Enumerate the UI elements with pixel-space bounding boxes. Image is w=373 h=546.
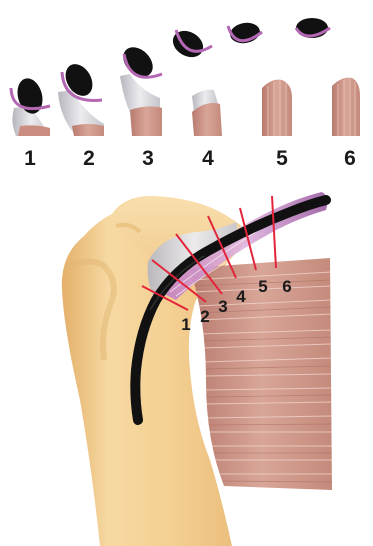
section-number: 5: [276, 147, 288, 170]
section-number: 5: [258, 277, 267, 296]
section-numbers-row: 1 2 3 4 5 6: [24, 147, 356, 170]
section-number: 6: [344, 147, 356, 170]
section-number: 2: [200, 307, 209, 326]
shoulder-illustration: 1 2 3 4 5 6: [62, 192, 332, 546]
section-number: 3: [218, 297, 227, 316]
section-number: 2: [83, 147, 95, 170]
cross-section-1: [11, 76, 50, 136]
cross-section-3: [117, 41, 162, 136]
cross-section-5: [228, 21, 292, 136]
cross-section-2: [58, 59, 104, 136]
section-number: 1: [24, 147, 36, 170]
section-number: 4: [236, 287, 246, 306]
section-number: 3: [142, 147, 154, 170]
cross-section-4: [168, 26, 222, 136]
section-number: 4: [202, 147, 214, 170]
section-number: 1: [181, 315, 190, 334]
section-line-6: [272, 196, 276, 268]
cross-sections-row: 1 2 3 4 5 6: [11, 18, 360, 170]
section-number: 6: [282, 277, 291, 296]
cross-section-6: [296, 18, 360, 136]
